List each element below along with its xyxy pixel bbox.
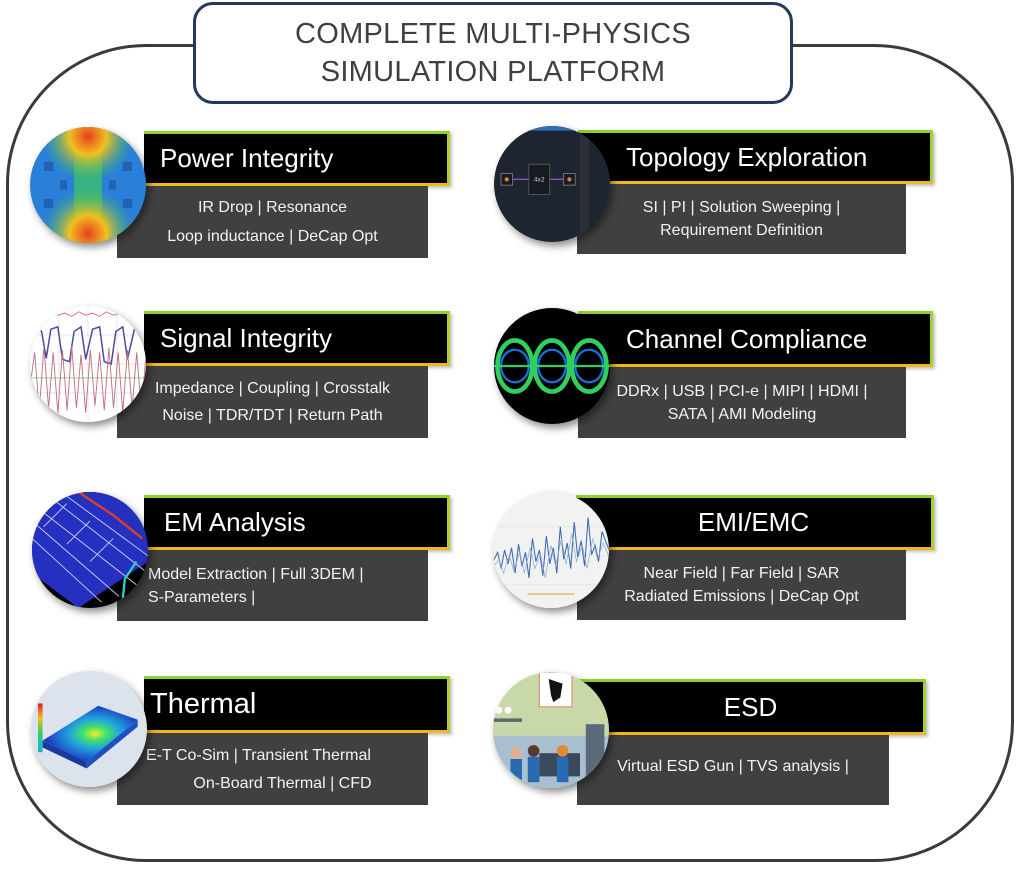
title-line-1: COMPLETE MULTI-PHYSICS bbox=[294, 18, 691, 50]
feature-line: IR Drop | Resonance bbox=[197, 199, 348, 216]
card-description: IR Drop | Resonance Loop inductance | De… bbox=[117, 186, 428, 258]
card-title: Power Integrity bbox=[160, 143, 334, 173]
feature-line: Noise | TDR/TDT | Return Path bbox=[162, 407, 383, 424]
card-description: Model Extraction | Full 3DEM | S-Paramet… bbox=[117, 550, 428, 621]
card-description: Impedance | Coupling | Crosstalk Noise |… bbox=[117, 366, 428, 438]
card-header: EMI/EMC bbox=[576, 495, 934, 550]
waveform-icon bbox=[30, 306, 146, 422]
feature-line: Loop inductance | DeCap Opt bbox=[167, 228, 378, 245]
emission-spectrum-icon bbox=[493, 492, 609, 608]
feature-line: DDRx | USB | PCI-e | MIPI | HDMI | bbox=[616, 382, 868, 400]
card-title: EM Analysis bbox=[164, 507, 306, 537]
eye-diagram-icon bbox=[494, 308, 610, 424]
card-header: Signal Integrity bbox=[144, 311, 450, 366]
card-header: Thermal bbox=[144, 676, 450, 733]
feature-line: SI | PI | Solution Sweeping | bbox=[642, 199, 841, 216]
feature-line: Impedance | Coupling | Crosstalk bbox=[154, 380, 391, 397]
feature-line: Requirement Definition bbox=[660, 222, 823, 239]
feature-line: Near Field | Far Field | SAR bbox=[643, 565, 840, 582]
card-description: DDRx | USB | PCI-e | MIPI | HDMI | SATA … bbox=[578, 367, 906, 438]
card-header: Channel Compliance bbox=[578, 311, 933, 367]
card-header: Power Integrity bbox=[144, 131, 450, 186]
card-description: SI | PI | Solution Sweeping | Requiremen… bbox=[577, 184, 906, 254]
feature-line: On-Board Thermal | CFD bbox=[193, 774, 372, 792]
card-description: Virtual ESD Gun | TVS analysis | bbox=[577, 735, 889, 805]
feature-line: Model Extraction | Full 3DEM | bbox=[148, 565, 364, 583]
feature-line: SATA | AMI Modeling bbox=[667, 405, 817, 423]
topology-schematic-icon: 4x2 bbox=[494, 126, 610, 242]
esd-lab-icon bbox=[493, 672, 609, 788]
card-header: EM Analysis bbox=[144, 495, 450, 550]
card-title: Channel Compliance bbox=[626, 323, 868, 354]
thermal-map-icon bbox=[31, 671, 147, 787]
feature-line: S-Parameters | bbox=[148, 588, 256, 606]
feature-line: E-T Co-Sim | Transient Thermal bbox=[146, 746, 371, 764]
card-description: Near Field | Far Field | SAR Radiated Em… bbox=[577, 550, 906, 620]
card-title: Thermal bbox=[150, 688, 257, 720]
card-description: E-T Co-Sim | Transient Thermal On-Board … bbox=[117, 733, 428, 805]
card-title: EMI/EMC bbox=[697, 507, 810, 537]
card-header: Topology Exploration bbox=[578, 130, 933, 184]
card-title: Signal Integrity bbox=[160, 323, 332, 353]
feature-line: Radiated Emissions | DeCap Opt bbox=[624, 588, 859, 605]
card-title: Topology Exploration bbox=[626, 141, 868, 172]
svg-text:4x2: 4x2 bbox=[534, 178, 545, 184]
title-line-2: SIMULATION PLATFORM bbox=[320, 56, 666, 88]
card-title: ESD bbox=[723, 691, 778, 722]
power-integrity-heatmap-icon bbox=[30, 127, 146, 243]
card-header: ESD bbox=[578, 679, 926, 735]
em-mesh-icon bbox=[32, 492, 148, 608]
platform-title: COMPLETE MULTI-PHYSICS SIMULATION PLATFO… bbox=[193, 2, 793, 104]
feature-line: Virtual ESD Gun | TVS analysis | bbox=[617, 758, 849, 775]
